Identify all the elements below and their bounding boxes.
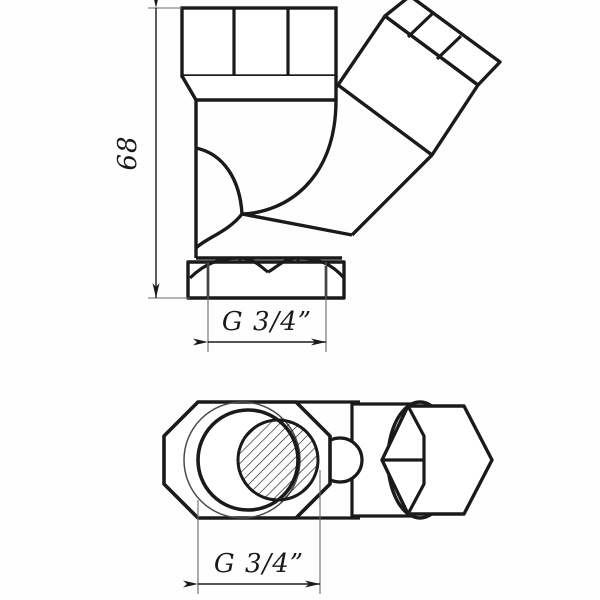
bottom-nut-chamfer-right <box>297 256 346 280</box>
plan-hatched-section <box>236 418 320 502</box>
front-elevation-view: 68 G 3/4” <box>113 0 502 352</box>
bottom-nut-chamfer-mid-right <box>267 256 299 274</box>
strainer-branch-cap <box>383 0 502 87</box>
height-dimension-label: 68 <box>113 135 143 170</box>
strainer-branch-assembly <box>324 0 502 237</box>
thread-dimension-label-front: G 3/4” <box>222 307 312 337</box>
inner-seat-upper-curve <box>195 146 244 215</box>
plan-view: G 3/4” <box>162 400 494 594</box>
thread-size-dimension-front-view: G 3/4” <box>193 262 327 352</box>
branch-cap-segment-line-1 <box>406 12 434 39</box>
branch-lower-flank <box>350 153 434 237</box>
branch-cap-segment-line-2 <box>435 34 463 61</box>
plan-hex-cap-assembly <box>350 400 494 520</box>
bottom-nut-chamfer-mid-left <box>239 256 269 274</box>
upper-neck-taper <box>180 75 338 102</box>
inner-seat-lower-curve <box>194 212 244 250</box>
thread-size-dimension-plan-view: G 3/4” <box>183 470 321 594</box>
internal-flow-diagonal <box>241 212 353 237</box>
bottom-hex-nut <box>186 260 346 300</box>
top-hex-nut <box>180 6 338 78</box>
overall-height-dimension: 68 <box>113 0 190 299</box>
thread-dimension-label-plan: G 3/4” <box>214 549 304 579</box>
bottom-nut-chamfer-left <box>188 256 241 280</box>
valve-main-body <box>180 6 353 300</box>
inner-chamber-curve <box>242 99 338 216</box>
